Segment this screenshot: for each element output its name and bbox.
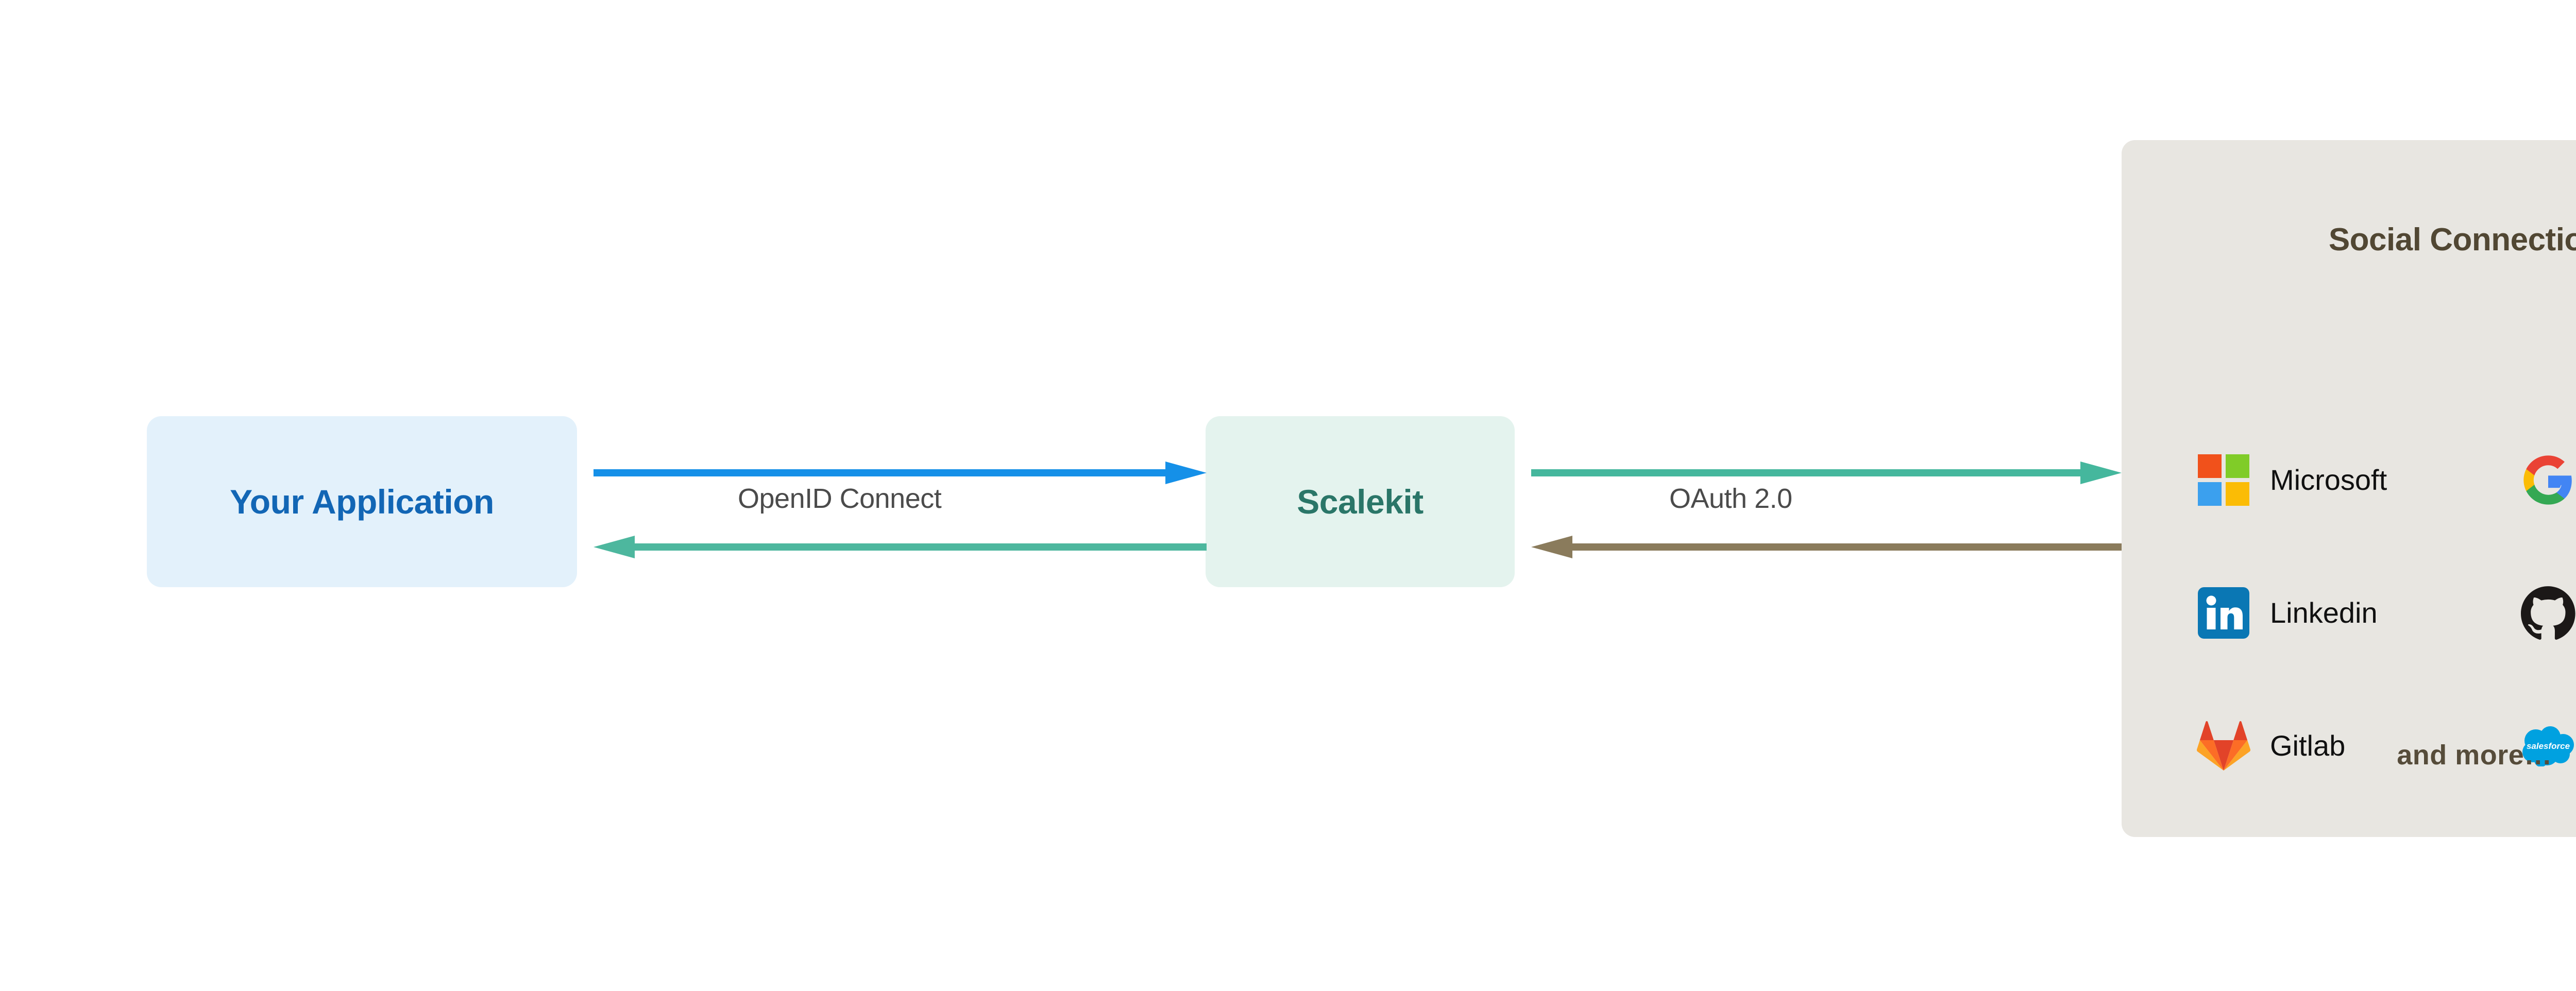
social-provider-gitlab[interactable]: Gitlab xyxy=(2195,715,2345,777)
social-provider-salesforce[interactable]: salesforce Salesforce xyxy=(2519,715,2576,777)
social-provider-grid: Microsoft Google xyxy=(2122,449,2576,779)
social-connections-title: Social Connections xyxy=(2328,222,2576,258)
linkedin-logo-icon xyxy=(2195,584,2252,642)
node-your-application[interactable]: Your Application xyxy=(147,416,577,587)
node-your-application-label: Your Application xyxy=(230,483,494,521)
social-connections-panel: Social Connections Microsoft xyxy=(2122,140,2576,837)
social-provider-linkedin[interactable]: Linkedin xyxy=(2195,582,2378,644)
social-connections-footer: and more… xyxy=(2397,740,2552,771)
social-provider-label: Gitlab xyxy=(2270,729,2346,762)
arrow-label-oauth: OAuth 2.0 xyxy=(1669,483,1792,514)
node-scalekit[interactable]: Scalekit xyxy=(1206,416,1515,587)
social-provider-microsoft[interactable]: Microsoft xyxy=(2195,449,2387,511)
social-provider-github[interactable]: Github xyxy=(2519,582,2576,644)
github-logo-icon xyxy=(2519,584,2576,642)
social-provider-google[interactable]: Google xyxy=(2519,449,2576,511)
arrow-openid-connect-request xyxy=(594,462,1207,484)
gitlab-logo-icon xyxy=(2195,717,2252,775)
node-scalekit-label: Scalekit xyxy=(1297,483,1423,521)
microsoft-logo-icon xyxy=(2195,451,2252,509)
arrow-openid-connect-response xyxy=(594,536,1207,558)
arrow-label-openid-connect: OpenID Connect xyxy=(738,483,942,514)
social-provider-label: Microsoft xyxy=(2270,464,2387,496)
google-logo-icon xyxy=(2519,451,2576,509)
arrow-oauth-request xyxy=(1531,462,2122,484)
arrow-oauth-response xyxy=(1531,536,2122,558)
salesforce-logo-icon: salesforce xyxy=(2519,717,2576,775)
svg-text:salesforce: salesforce xyxy=(2527,741,2570,751)
social-provider-label: Linkedin xyxy=(2270,596,2378,629)
